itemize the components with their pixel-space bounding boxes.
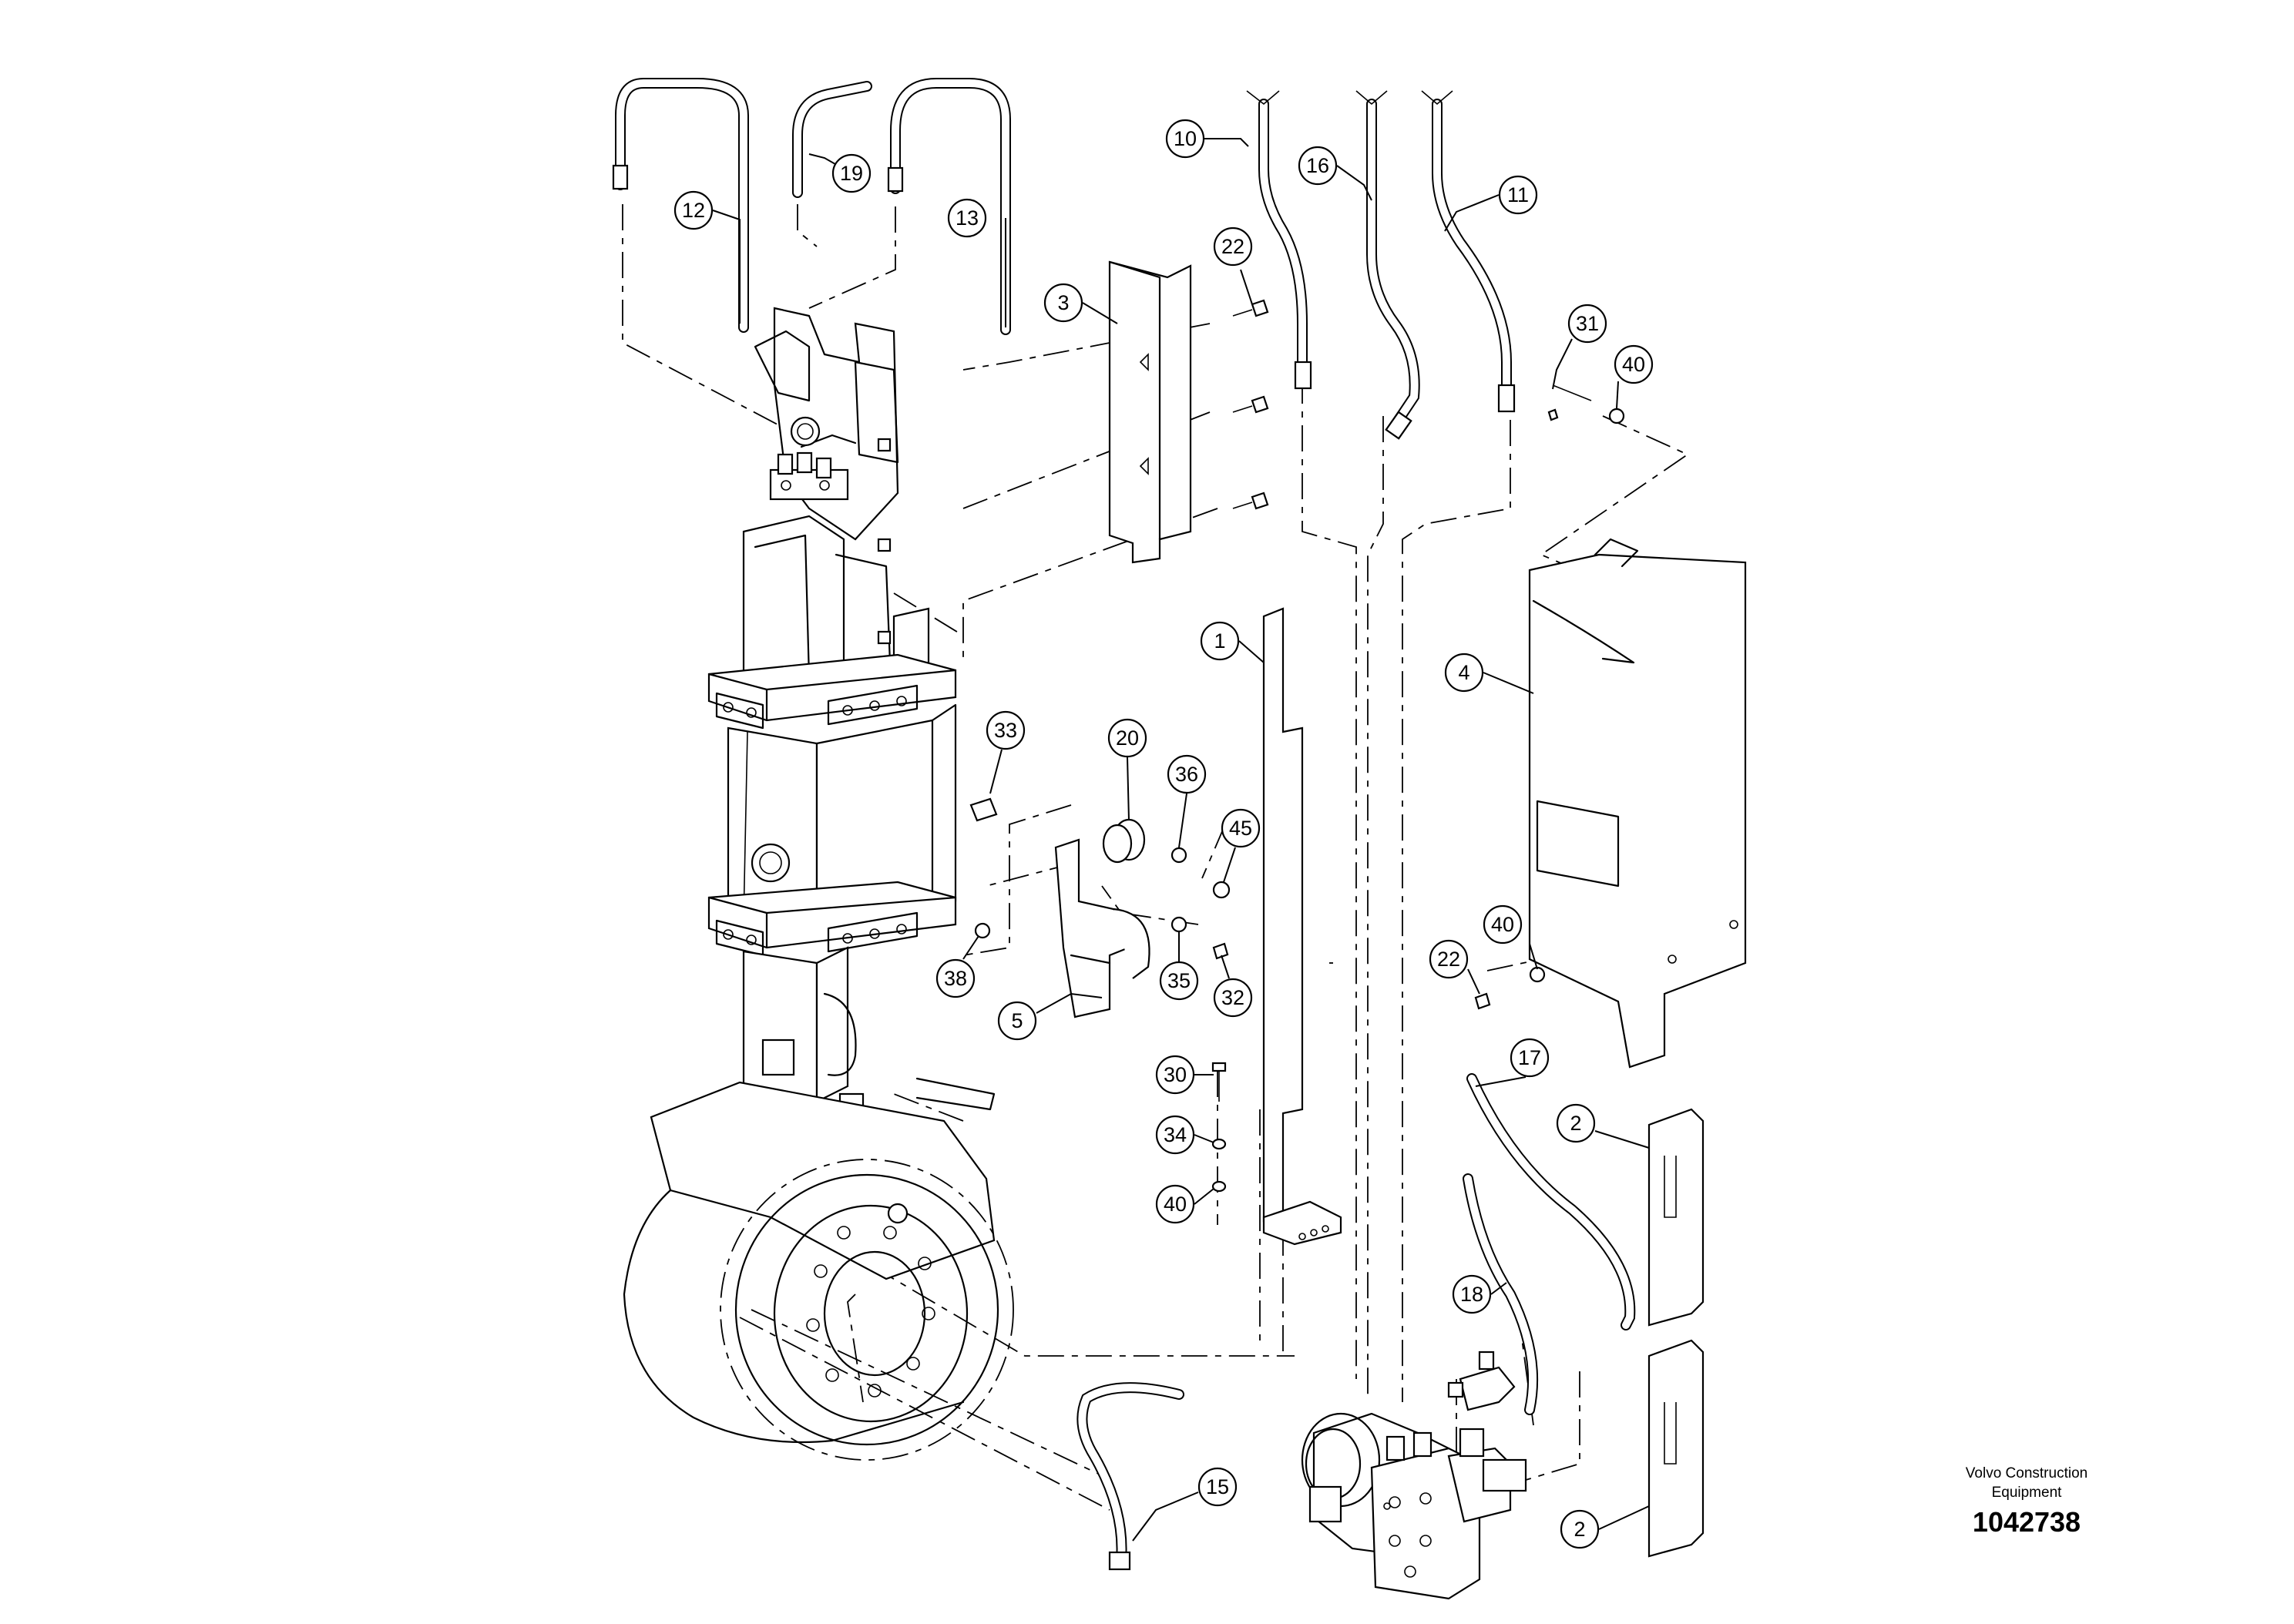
grommet-20 xyxy=(1102,818,1146,864)
manufacturer-line-2: Equipment xyxy=(1991,1485,2062,1501)
callout-3: 3 xyxy=(1043,283,1083,323)
callout-15: 15 xyxy=(1197,1467,1238,1507)
washer-36 xyxy=(1171,847,1187,864)
callout-22-lower: 22 xyxy=(1429,939,1469,979)
hose-16 xyxy=(1355,90,1420,440)
hose-17 xyxy=(1466,1073,1636,1330)
callout-33: 33 xyxy=(986,710,1026,750)
bolt-33 xyxy=(969,797,998,822)
svg-text:19: 19 xyxy=(840,162,863,185)
hose-13 xyxy=(887,78,1011,335)
svg-text:30: 30 xyxy=(1164,1063,1187,1086)
hose-12 xyxy=(612,78,749,333)
cover-4 xyxy=(1528,538,1747,1069)
nut-45 xyxy=(1212,881,1231,899)
callout-19: 19 xyxy=(831,153,872,193)
svg-text:22: 22 xyxy=(1221,235,1244,258)
bolt-31 xyxy=(1547,408,1559,421)
washer-40-mid xyxy=(1529,966,1546,983)
svg-text:40: 40 xyxy=(1491,913,1514,936)
bracket-5 xyxy=(1054,838,1150,1018)
svg-text:17: 17 xyxy=(1518,1046,1541,1069)
washer-35 xyxy=(1171,916,1187,933)
hose-11 xyxy=(1421,90,1516,413)
manufacturer-line-1: Volvo Construction xyxy=(1965,1465,2088,1481)
svg-text:13: 13 xyxy=(956,206,979,230)
document-number: 1042738 xyxy=(1972,1506,2081,1538)
svg-text:2: 2 xyxy=(1574,1518,1585,1541)
svg-text:36: 36 xyxy=(1175,763,1198,786)
washer-40-top xyxy=(1608,408,1625,424)
callout-40-lower: 40 xyxy=(1155,1184,1195,1224)
callout-22-top: 22 xyxy=(1213,226,1253,267)
svg-text:3: 3 xyxy=(1057,291,1069,314)
callout-1: 1 xyxy=(1200,621,1240,661)
bar-1 xyxy=(1262,607,1342,1246)
svg-text:45: 45 xyxy=(1229,817,1252,840)
leader-lines xyxy=(712,138,1650,1542)
callout-12: 12 xyxy=(673,190,714,230)
svg-text:18: 18 xyxy=(1460,1283,1483,1306)
callout-17: 17 xyxy=(1510,1038,1550,1078)
drum-wheel xyxy=(623,1081,1014,1461)
manufacturer-label: Volvo Construction Equipment xyxy=(1942,1464,2111,1502)
callout-30: 30 xyxy=(1155,1055,1195,1095)
callout-13: 13 xyxy=(947,198,987,238)
washer-34 xyxy=(1211,1138,1227,1150)
svg-text:38: 38 xyxy=(944,967,967,990)
svg-text:16: 16 xyxy=(1306,154,1329,177)
callout-20: 20 xyxy=(1107,718,1147,758)
callout-32: 32 xyxy=(1213,978,1253,1018)
svg-text:12: 12 xyxy=(682,199,705,222)
callout-2-lower: 2 xyxy=(1560,1509,1600,1549)
svg-text:2: 2 xyxy=(1570,1112,1581,1135)
svg-text:35: 35 xyxy=(1167,969,1191,992)
callout-18: 18 xyxy=(1452,1274,1492,1314)
callout-34: 34 xyxy=(1155,1115,1195,1155)
hose-15 xyxy=(1076,1382,1184,1571)
hose-19 xyxy=(792,81,872,198)
svg-text:34: 34 xyxy=(1164,1123,1187,1146)
hydraulic-motor xyxy=(1301,1412,1527,1600)
svg-text:20: 20 xyxy=(1116,726,1139,750)
callout-38: 38 xyxy=(935,958,976,998)
callout-35: 35 xyxy=(1159,961,1199,1001)
callout-36: 36 xyxy=(1167,754,1207,794)
callout-40-top: 40 xyxy=(1614,344,1654,384)
callout-31: 31 xyxy=(1567,304,1607,344)
svg-text:1: 1 xyxy=(1214,629,1225,653)
hose-18 xyxy=(1463,1173,1539,1415)
svg-text:11: 11 xyxy=(1507,183,1529,206)
panel-3 xyxy=(1108,260,1192,564)
svg-text:33: 33 xyxy=(994,719,1017,742)
valve-tee xyxy=(1447,1351,1516,1411)
guard-2-lower xyxy=(1647,1339,1705,1558)
callout-11: 11 xyxy=(1498,175,1538,215)
svg-text:10: 10 xyxy=(1174,127,1197,150)
callout-40-mid: 40 xyxy=(1483,904,1523,945)
callout-45: 45 xyxy=(1221,808,1261,848)
washer-40-lower xyxy=(1211,1180,1227,1193)
svg-text:22: 22 xyxy=(1437,948,1460,971)
svg-text:40: 40 xyxy=(1164,1193,1187,1216)
callout-4: 4 xyxy=(1444,653,1484,693)
washer-38 xyxy=(974,922,991,939)
callout-5: 5 xyxy=(997,1001,1037,1041)
callout-10: 10 xyxy=(1165,119,1205,159)
svg-text:15: 15 xyxy=(1206,1475,1229,1498)
callout-16: 16 xyxy=(1298,146,1338,186)
callout-2-upper: 2 xyxy=(1556,1103,1596,1143)
svg-text:32: 32 xyxy=(1221,986,1244,1009)
bolt-22-lower xyxy=(1474,992,1491,1010)
svg-text:5: 5 xyxy=(1011,1009,1023,1032)
screws-22-top xyxy=(1232,299,1269,510)
svg-text:4: 4 xyxy=(1458,661,1469,684)
bolt-32 xyxy=(1212,942,1229,960)
svg-text:40: 40 xyxy=(1622,353,1645,376)
svg-text:31: 31 xyxy=(1576,312,1599,335)
guard-2-upper xyxy=(1647,1108,1705,1327)
hose-10 xyxy=(1246,90,1312,390)
